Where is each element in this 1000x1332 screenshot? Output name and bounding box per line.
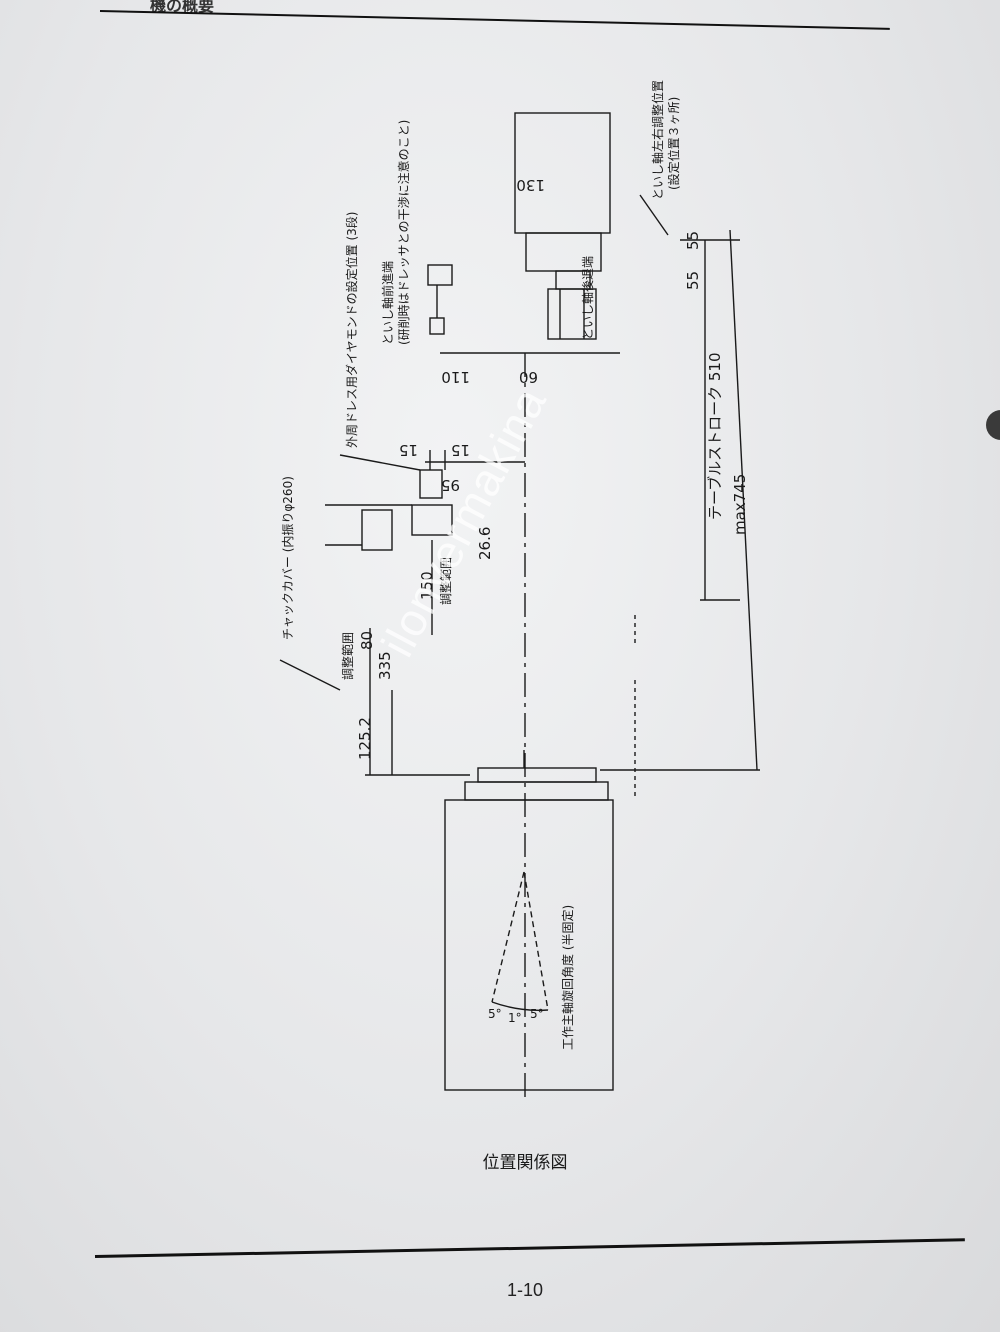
table-stroke-label: テーブルストローク 510 [706, 353, 724, 521]
dim-130: 130 [516, 176, 545, 194]
dresser-body [411, 504, 453, 536]
figure-caption: 位置関係図 [482, 1153, 568, 1173]
dim-150: 150 [418, 571, 436, 600]
page-number: 1-10 [506, 1280, 544, 1300]
wheel-retract-end-label: といし軸後退端 [581, 256, 595, 340]
wheel-axis-position-label: といし軸左右調整位置 [650, 80, 665, 200]
workhead-face [477, 767, 597, 783]
wheel-advance-end-label: といし軸前進端 [380, 261, 395, 345]
chuck-cover-label: チャックカバー (内振りφ260) [281, 476, 295, 640]
dim-26-6: 26.6 [476, 527, 494, 560]
dim-125-2: 125.2 [356, 717, 374, 760]
angle-a: 5° [488, 1007, 502, 1021]
punch-hole [986, 410, 1000, 440]
dim-55a: 55 [684, 271, 702, 290]
dim-95: 95 [441, 476, 460, 494]
adjust-range-label-1: 調整範囲 [340, 632, 355, 680]
dim-80: 80 [358, 631, 376, 650]
adjust-range-label-2: 調整範囲 [438, 557, 453, 605]
dim-55b: 55 [684, 231, 702, 250]
dim-335: 335 [376, 651, 394, 680]
diamond-setting-label: 外周ドレス用ダイヤモンドの設定位置 (3段) [344, 212, 359, 448]
angle-b: 1° [508, 1011, 522, 1025]
dim-15b: 15 [399, 441, 418, 459]
spindle-swivel-label: 工作主軸旋回角度 (半固定) [560, 905, 575, 1050]
wheel-head-housing [514, 112, 611, 234]
dim-110: 110 [441, 368, 470, 386]
angle-c: 5° [530, 1007, 544, 1021]
max-travel-label: max745 [731, 474, 749, 535]
header-fragment: 機の概要 [150, 0, 215, 15]
work-spindle-housing [444, 799, 614, 1091]
dim-60: 60 [519, 368, 538, 386]
setting-positions-label: (設定位置３ヶ所) [666, 97, 681, 190]
interference-note-label: (研削時はドレッサとの干渉に注意のこと) [396, 120, 411, 345]
dim-15a: 15 [451, 441, 470, 459]
grinding-wheel [547, 288, 597, 340]
